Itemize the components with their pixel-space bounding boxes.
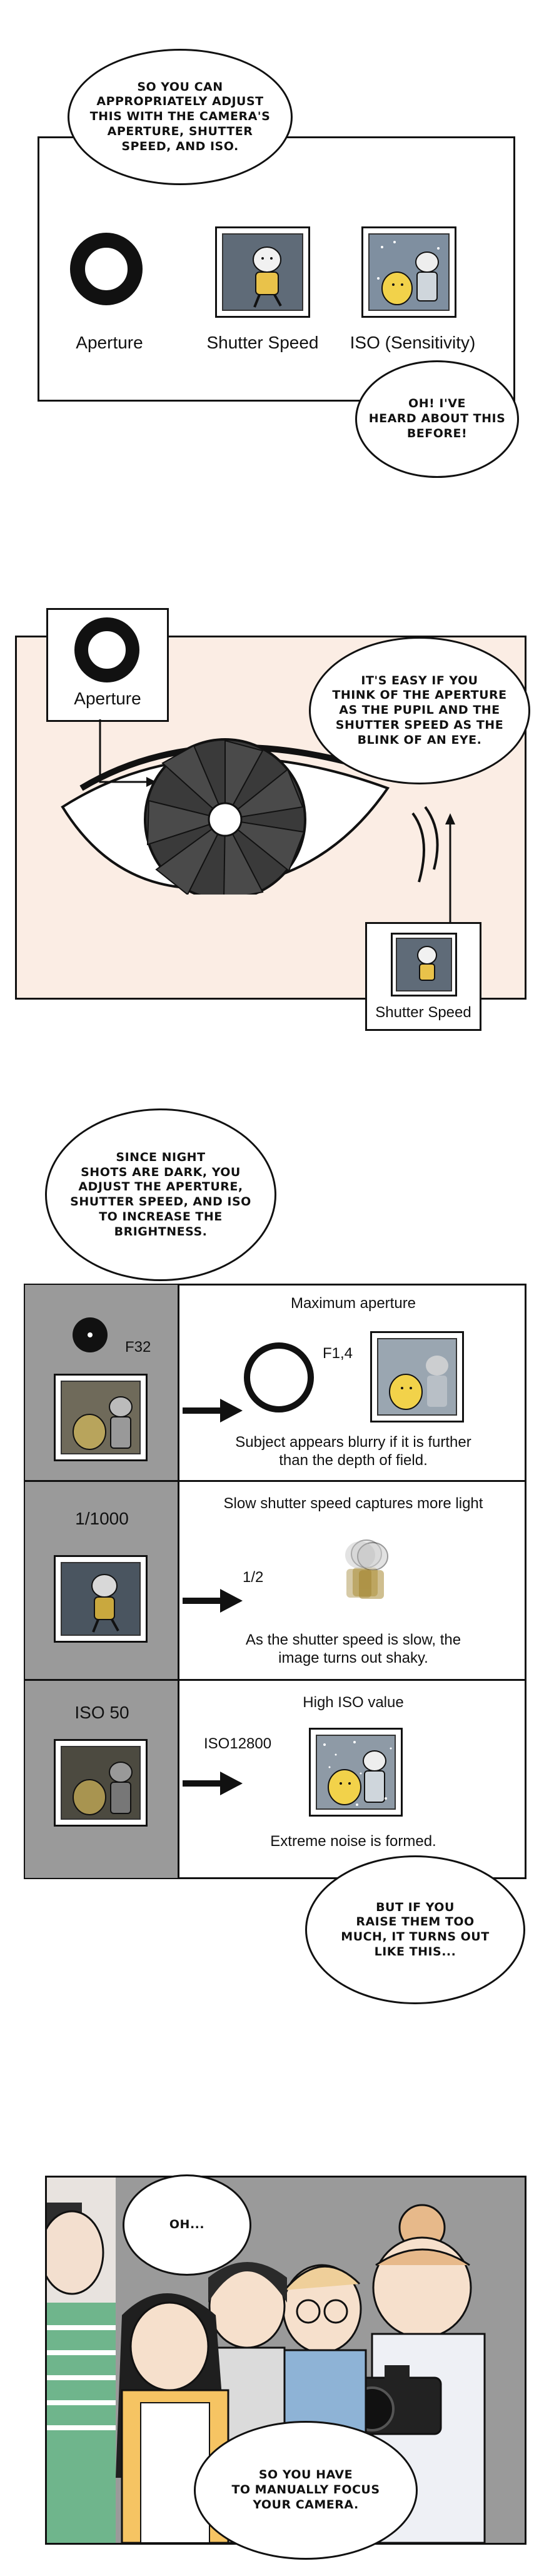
row1-left-photo	[54, 1374, 148, 1461]
speech-text: IT'S EASY IF YOU THINK OF THE APERTURE A…	[332, 673, 507, 747]
aperture-label: Aperture	[74, 689, 141, 708]
row2-caption: As the shutter speed is slow, the image …	[245, 1631, 461, 1666]
pointer-line-aperture	[99, 719, 156, 787]
aperture-inset: Aperture	[46, 608, 169, 722]
speech-bubble-panel4-bottom: SO YOU HAVE TO MANUALLY FOCUS YOUR CAMER…	[194, 2421, 418, 2560]
row-divider	[25, 1480, 525, 1482]
row1-right-value: F1,4	[323, 1345, 353, 1362]
shutter-photo	[215, 226, 310, 318]
speech-bubble-panel3-bottom: BUT IF YOU RAISE THEM TOO MUCH, IT TURNS…	[305, 1855, 525, 2004]
speech-bubble-panel1-top: SO YOU CAN APPROPRIATELY ADJUST THIS WIT…	[68, 49, 293, 185]
speech-text: SO YOU CAN APPROPRIATELY ADJUST THIS WIT…	[89, 79, 271, 153]
row1-title: Maximum aperture	[290, 1295, 416, 1312]
row1-right-photo	[370, 1331, 464, 1422]
speech-bubble-panel4-top: OH...	[123, 2174, 251, 2276]
shutter-speed-label: Shutter Speed	[375, 1004, 471, 1021]
chick-and-pig-icon	[73, 1396, 133, 1450]
row2-right-value: 1/2	[243, 1569, 264, 1586]
chick-and-pig-icon	[389, 1356, 448, 1410]
aperture-label: Aperture	[76, 333, 143, 352]
column-divider	[178, 1285, 179, 1878]
row2-right-photo	[313, 1526, 419, 1620]
iso-photo	[361, 226, 456, 318]
right-arrow-icon	[183, 1399, 243, 1422]
shutter-inset: Shutter Speed	[365, 922, 481, 1031]
right-arrow-icon	[183, 1589, 243, 1613]
row3-right-value: ISO12800	[204, 1735, 272, 1752]
speech-text: SO YOU HAVE TO MANUALLY FOCUS YOUR CAMER…	[231, 2468, 380, 2512]
row3-caption: Extreme noise is formed.	[270, 1833, 436, 1850]
speech-text: OH...	[169, 2218, 205, 2232]
aperture-icon	[70, 233, 143, 305]
iso-sensitivity-label: ISO (Sensitivity)	[350, 333, 476, 352]
aperture-icon	[74, 617, 139, 682]
speech-bubble-panel3-top: SINCE NIGHT SHOTS ARE DARK, YOU ADJUST T…	[45, 1108, 276, 1281]
small-aperture-icon	[73, 1317, 108, 1352]
row1-caption: Subject appears blurry if it is further …	[235, 1434, 471, 1469]
pig-character-icon	[417, 946, 437, 981]
row3-left-photo	[54, 1739, 148, 1827]
row2-left-value: 1/1000	[75, 1509, 129, 1528]
row1-left-value: F32	[125, 1339, 151, 1356]
speech-bubble-panel2: IT'S EASY IF YOU THINK OF THE APERTURE A…	[309, 637, 530, 784]
speech-text: BUT IF YOU RAISE THEM TOO MUCH, IT TURNS…	[341, 1900, 490, 1959]
shutter-speed-label: Shutter Speed	[206, 333, 319, 352]
chick-and-pig-icon	[377, 241, 440, 305]
row3-left-value: ISO 50	[74, 1703, 129, 1722]
pig-character-icon	[91, 1574, 119, 1633]
pig-character-icon	[253, 246, 282, 308]
chick-and-pig-icon	[73, 1762, 133, 1815]
row2-left-photo	[54, 1555, 148, 1643]
row2-title: Slow shutter speed captures more light	[223, 1495, 483, 1512]
noisy-chick-and-pig-icon	[323, 1741, 392, 1806]
blink-motion-lines	[411, 806, 439, 883]
row-divider	[25, 1679, 525, 1681]
speech-text: OH! I'VE HEARD ABOUT THIS BEFORE!	[368, 397, 506, 440]
speech-text: SINCE NIGHT SHOTS ARE DARK, YOU ADJUST T…	[70, 1150, 251, 1239]
speech-bubble-panel1-bottom: OH! I'VE HEARD ABOUT THIS BEFORE!	[355, 360, 519, 478]
panel-3-frame	[24, 1284, 526, 1879]
blurred-pig-icon	[345, 1539, 388, 1599]
row3-right-photo	[309, 1728, 403, 1817]
large-aperture-icon	[244, 1342, 314, 1412]
eye-illustration	[61, 738, 395, 895]
row3-title: High ISO value	[303, 1694, 404, 1711]
pointer-line-shutter	[445, 813, 455, 932]
right-arrow-icon	[183, 1772, 243, 1795]
shutter-photo	[391, 933, 457, 996]
